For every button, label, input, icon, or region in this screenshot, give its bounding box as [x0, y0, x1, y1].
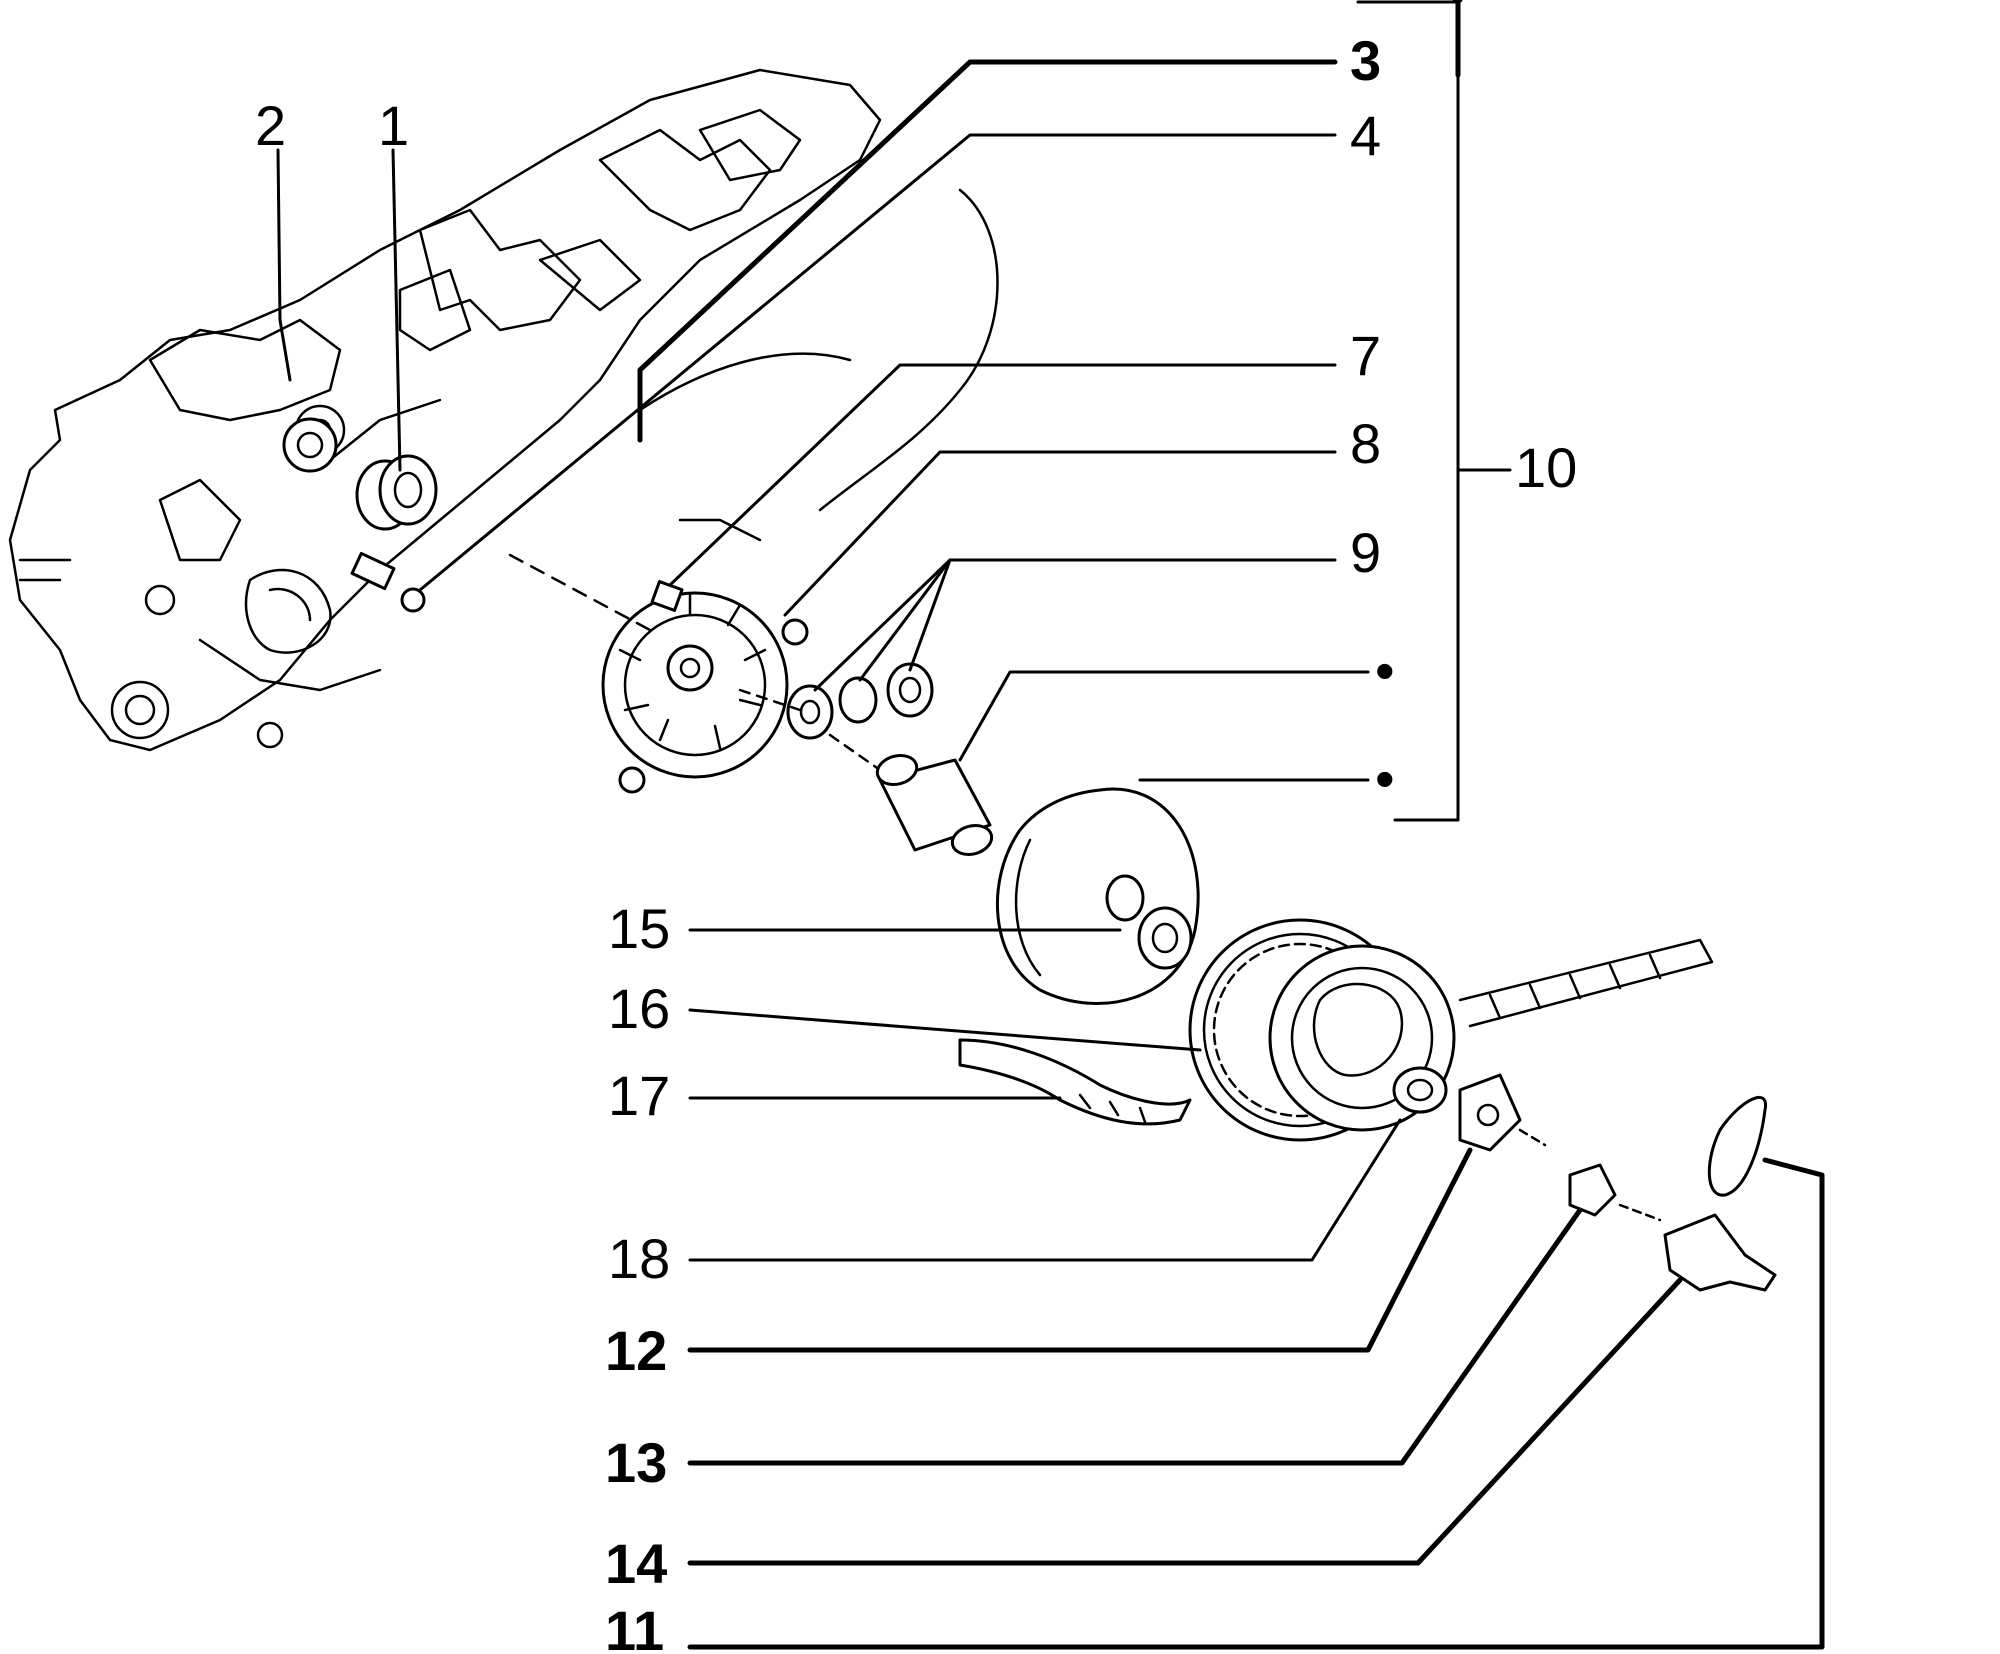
- part-12-bracket: [1458, 1073, 1522, 1152]
- callout-15: 15: [608, 897, 670, 960]
- drive-face-disc: [996, 787, 1200, 1005]
- part-11-gasket: [1707, 1096, 1767, 1197]
- callout-3: 3: [1350, 29, 1381, 92]
- axis-line-e: [1618, 1203, 1662, 1222]
- callout-10: 10: [1515, 436, 1577, 499]
- part-4-bolt: [350, 551, 426, 613]
- callout-7: 7: [1350, 324, 1381, 387]
- part-13-nut: [1568, 1163, 1617, 1217]
- small-nut-a: [781, 618, 809, 646]
- part-18-hub: [1268, 944, 1456, 1132]
- axis-line-d: [1518, 1128, 1547, 1147]
- callout-8: 8: [1350, 412, 1381, 475]
- axis-line-a: [508, 553, 652, 632]
- callout-9: 9: [1350, 521, 1381, 584]
- callout-14: 14: [605, 1532, 667, 1595]
- part-17-chain-guide: [958, 1038, 1192, 1126]
- callout-4: 4: [1350, 104, 1381, 167]
- part-8-sprocket: [601, 591, 789, 779]
- callout-18: 18: [608, 1227, 670, 1290]
- leader-lines: [276, 0, 1825, 1650]
- axis-line-b: [738, 688, 802, 712]
- callout-labels: 2 1 3 4 7 8 9 10 • • 15 16 17 18 12 13 1…: [255, 29, 1577, 1654]
- callout-dot-b: •: [1375, 747, 1395, 810]
- crankcase-housing: [8, 68, 999, 752]
- callout-12: 12: [605, 1319, 667, 1382]
- callout-dot-a: •: [1375, 639, 1395, 702]
- drive-chain: [1458, 938, 1714, 1028]
- callout-11: 11: [605, 1599, 664, 1654]
- axis-line-c: [828, 733, 882, 772]
- small-nut-b: [618, 766, 646, 794]
- spacer-sleeve: [875, 754, 994, 856]
- callout-2: 2: [255, 94, 286, 157]
- callout-16: 16: [608, 977, 670, 1040]
- part-15-bearing: [1105, 874, 1193, 970]
- callout-13: 13: [605, 1431, 667, 1494]
- part-9-washers: [786, 662, 934, 740]
- part-1-bushing: [355, 454, 438, 531]
- callout-17: 17: [608, 1064, 670, 1127]
- callout-1: 1: [378, 94, 409, 157]
- part-14-sensor: [1663, 1213, 1777, 1292]
